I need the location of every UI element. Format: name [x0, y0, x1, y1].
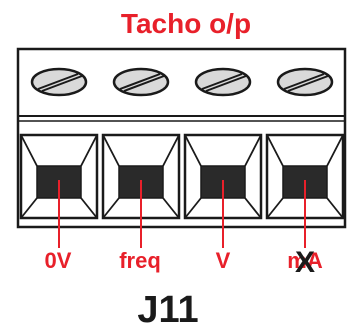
- terminal-label-ma: mA: [287, 248, 323, 273]
- screw-head-icon: [30, 67, 88, 97]
- screw-head-icon: [276, 67, 334, 97]
- terminal-label-v: V: [216, 248, 231, 273]
- crossout-mark: X: [295, 246, 315, 279]
- terminal-label-freq: freq: [119, 248, 161, 273]
- terminal-labels: 0V freq V mA X: [45, 246, 323, 279]
- screw-head-icon: [112, 67, 170, 97]
- leader-lines: [58, 180, 306, 248]
- terminal-label-0v: 0V: [45, 248, 72, 273]
- screw-head-icon: [194, 67, 252, 97]
- screw-row: [30, 67, 334, 97]
- connector-id: J11: [137, 289, 198, 331]
- diagram-title: Tacho o/p: [121, 8, 251, 39]
